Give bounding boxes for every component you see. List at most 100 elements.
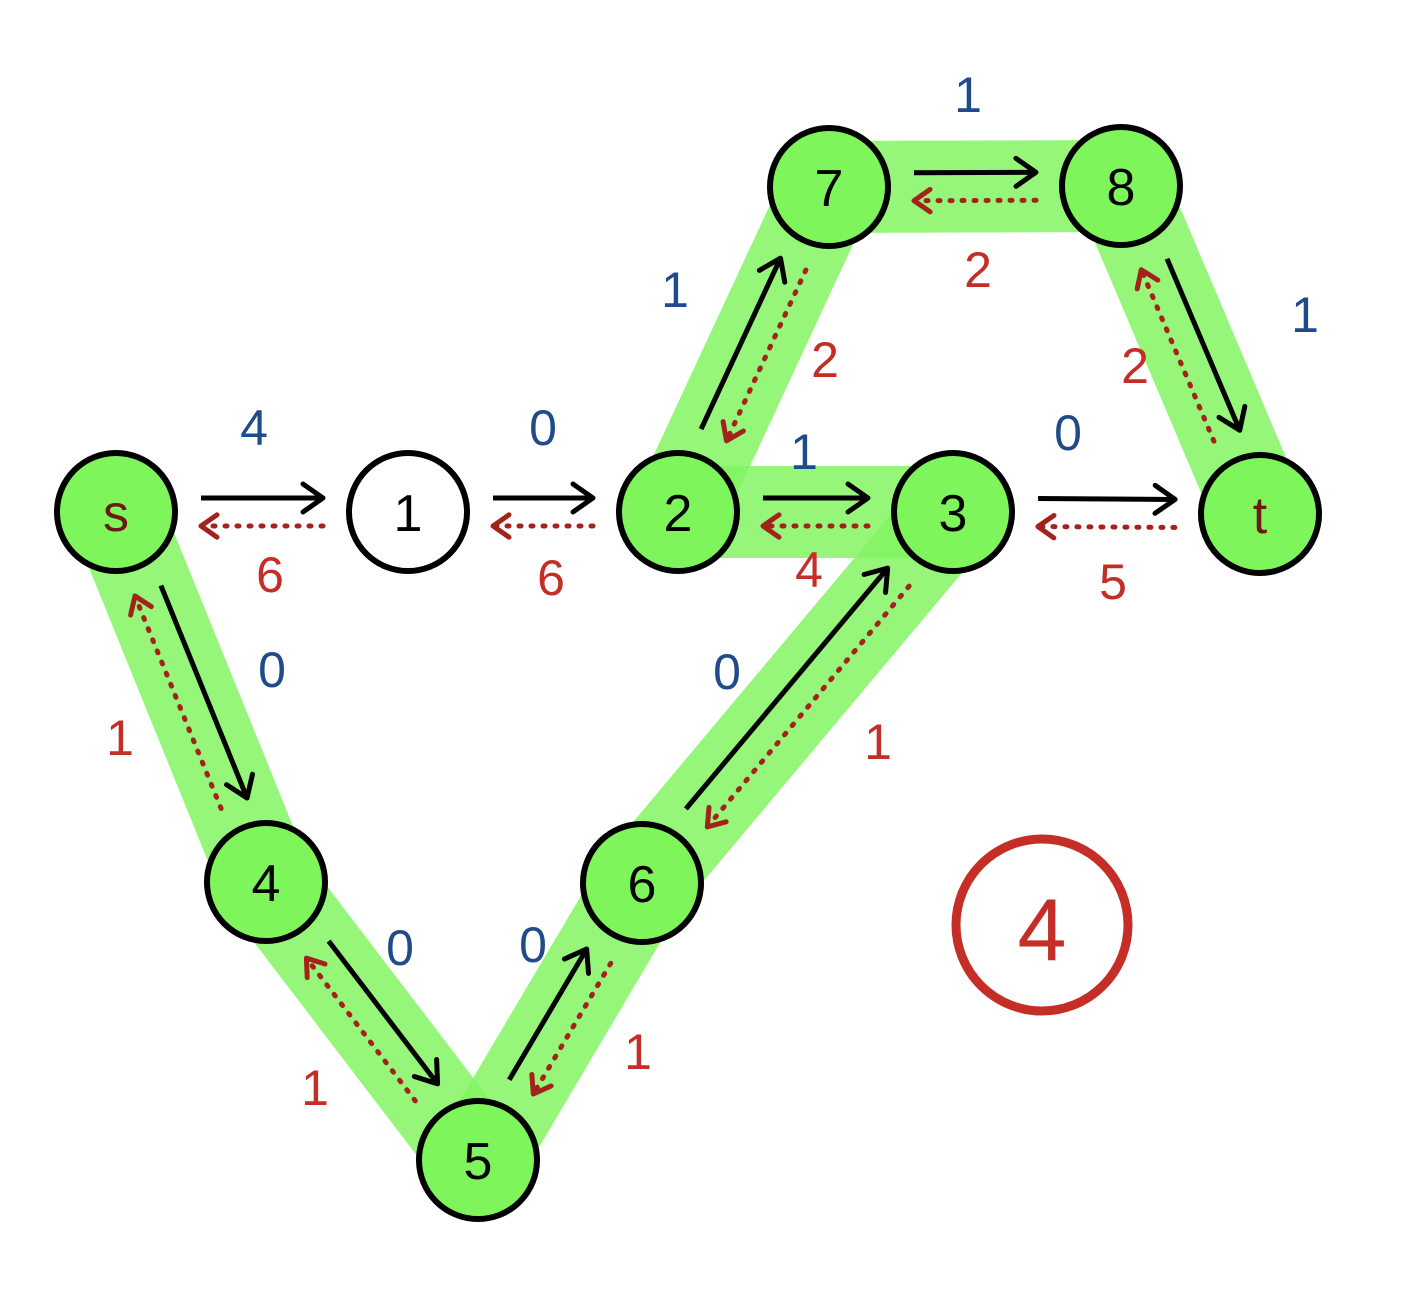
- highlight-band-s-4: [70, 466, 312, 928]
- forward-arrowhead-6-3: [861, 565, 891, 595]
- residual-arrowhead-5-6: [529, 1072, 554, 1097]
- residual-arrowhead-7-8: [911, 186, 933, 215]
- residual-capacity-label: 6: [537, 550, 565, 606]
- edge-2-3: 14: [760, 424, 871, 598]
- forward-arrowhead-2-3: [845, 481, 871, 515]
- node-4: 4: [204, 820, 328, 944]
- edge-4-5: 01: [301, 920, 441, 1116]
- residual-capacity-label: 2: [811, 332, 839, 388]
- node-label: 8: [1107, 159, 1136, 217]
- edge-s-4: 01: [106, 584, 286, 811]
- forward-arrowhead-7-8: [1013, 155, 1039, 189]
- forward-arrow-6-3: [683, 566, 890, 811]
- edge-2-7: 12: [661, 255, 839, 444]
- node-circle: [1059, 124, 1183, 248]
- node-label: s: [103, 485, 129, 543]
- forward-arrowhead-s-4: [224, 771, 255, 801]
- edge-7-8: 12: [911, 67, 1039, 298]
- node-circle: [346, 450, 470, 574]
- residual-arrowhead-s-4: [128, 593, 154, 618]
- node-label: 2: [664, 485, 693, 543]
- node-3: 3: [891, 450, 1015, 574]
- forward-capacity-label: 1: [954, 67, 982, 123]
- node-circle: [580, 821, 704, 945]
- residual-arrowhead-8-t: [1134, 267, 1161, 292]
- node-label: 4: [252, 855, 281, 913]
- forward-capacity-label: 0: [1054, 405, 1082, 461]
- residual-capacity-label: 2: [964, 242, 992, 298]
- residual-arrowhead-2-7: [720, 419, 746, 444]
- residual-arrow-2-7: [724, 267, 809, 444]
- forward-capacity-label: 0: [386, 920, 414, 976]
- node-circle: [54, 450, 178, 574]
- forward-capacity-label: 0: [519, 917, 547, 973]
- forward-arrowhead-3-t: [1152, 482, 1178, 516]
- residual-capacity-label: 1: [301, 1060, 329, 1116]
- node-label: 1: [394, 485, 423, 543]
- node-circle: [767, 125, 891, 249]
- forward-arrow-2-7: [698, 257, 783, 431]
- residual-capacity-label: 4: [795, 542, 823, 598]
- node-t: t: [1198, 452, 1322, 576]
- forward-arrowhead-5-6: [561, 946, 592, 976]
- forward-arrow-3-t: [1038, 496, 1176, 502]
- forward-arrowhead-s-1: [300, 481, 326, 515]
- residual-arrowhead-4-5: [303, 955, 328, 981]
- forward-arrowhead-4-5: [411, 1057, 441, 1087]
- highlight-layer: [70, 140, 1306, 1206]
- forward-capacity-label: 0: [529, 400, 557, 456]
- residual-arrow-5-6: [530, 960, 614, 1097]
- edge-1-2: 06: [490, 400, 596, 606]
- forward-arrowhead-1-2: [570, 481, 596, 515]
- node-label: 7: [815, 160, 844, 218]
- node-1: 1: [346, 450, 470, 574]
- residual-arrow-s-4: [132, 593, 224, 811]
- residual-arrowhead-1-2: [490, 512, 512, 540]
- residual-arrow-6-3: [704, 583, 912, 830]
- forward-capacity-label: 0: [713, 644, 741, 700]
- forward-arrowhead-2-7: [756, 255, 788, 285]
- residual-capacity-label: 1: [864, 714, 892, 770]
- forward-arrow-4-5: [326, 939, 440, 1086]
- forward-capacity-label: 0: [258, 642, 286, 698]
- forward-capacity-label: 1: [1291, 287, 1319, 343]
- forward-capacity-label: 1: [790, 424, 818, 480]
- forward-arrow-5-6: [507, 947, 589, 1081]
- residual-capacity-label: 5: [1099, 554, 1127, 610]
- residual-arrowhead-6-3: [704, 804, 729, 830]
- forward-capacity-label: 1: [661, 262, 689, 318]
- node-circle: [416, 1098, 540, 1222]
- forward-arrow-s-4: [158, 584, 250, 799]
- step-badge: 4: [951, 834, 1133, 1016]
- edge-6-3: 01: [683, 565, 912, 830]
- residual-arrowhead-2-3: [760, 512, 782, 540]
- edge-3-t: 05: [1035, 405, 1178, 610]
- residual-capacity-label: 1: [106, 710, 134, 766]
- node-circle: [616, 450, 740, 574]
- residual-capacity-label: 2: [1121, 338, 1149, 394]
- node-circle: [1198, 452, 1322, 576]
- node-2: 2: [616, 450, 740, 574]
- node-label: 3: [939, 485, 968, 543]
- highlight-band-6-3: [596, 466, 999, 929]
- forward-arrowhead-8-t: [1216, 403, 1248, 433]
- residual-capacity-label: 1: [624, 1024, 652, 1080]
- node-6: 6: [580, 821, 704, 945]
- edge-s-1: 46: [198, 400, 326, 603]
- step-badge-circle: [951, 834, 1133, 1016]
- node-5: 5: [416, 1098, 540, 1222]
- node-8: 8: [1059, 124, 1183, 248]
- edge-5-6: 01: [507, 917, 652, 1097]
- residual-capacity-label: 6: [256, 547, 284, 603]
- residual-arrowhead-3-t: [1035, 512, 1057, 541]
- residual-arrowhead-s-1: [198, 512, 220, 540]
- node-label: 5: [464, 1133, 493, 1191]
- node-circle: [204, 820, 328, 944]
- node-label: t: [1253, 487, 1268, 545]
- step-badge-label: 4: [1018, 881, 1067, 980]
- forward-arrow-8-t: [1164, 257, 1243, 432]
- node-label: 6: [628, 856, 657, 914]
